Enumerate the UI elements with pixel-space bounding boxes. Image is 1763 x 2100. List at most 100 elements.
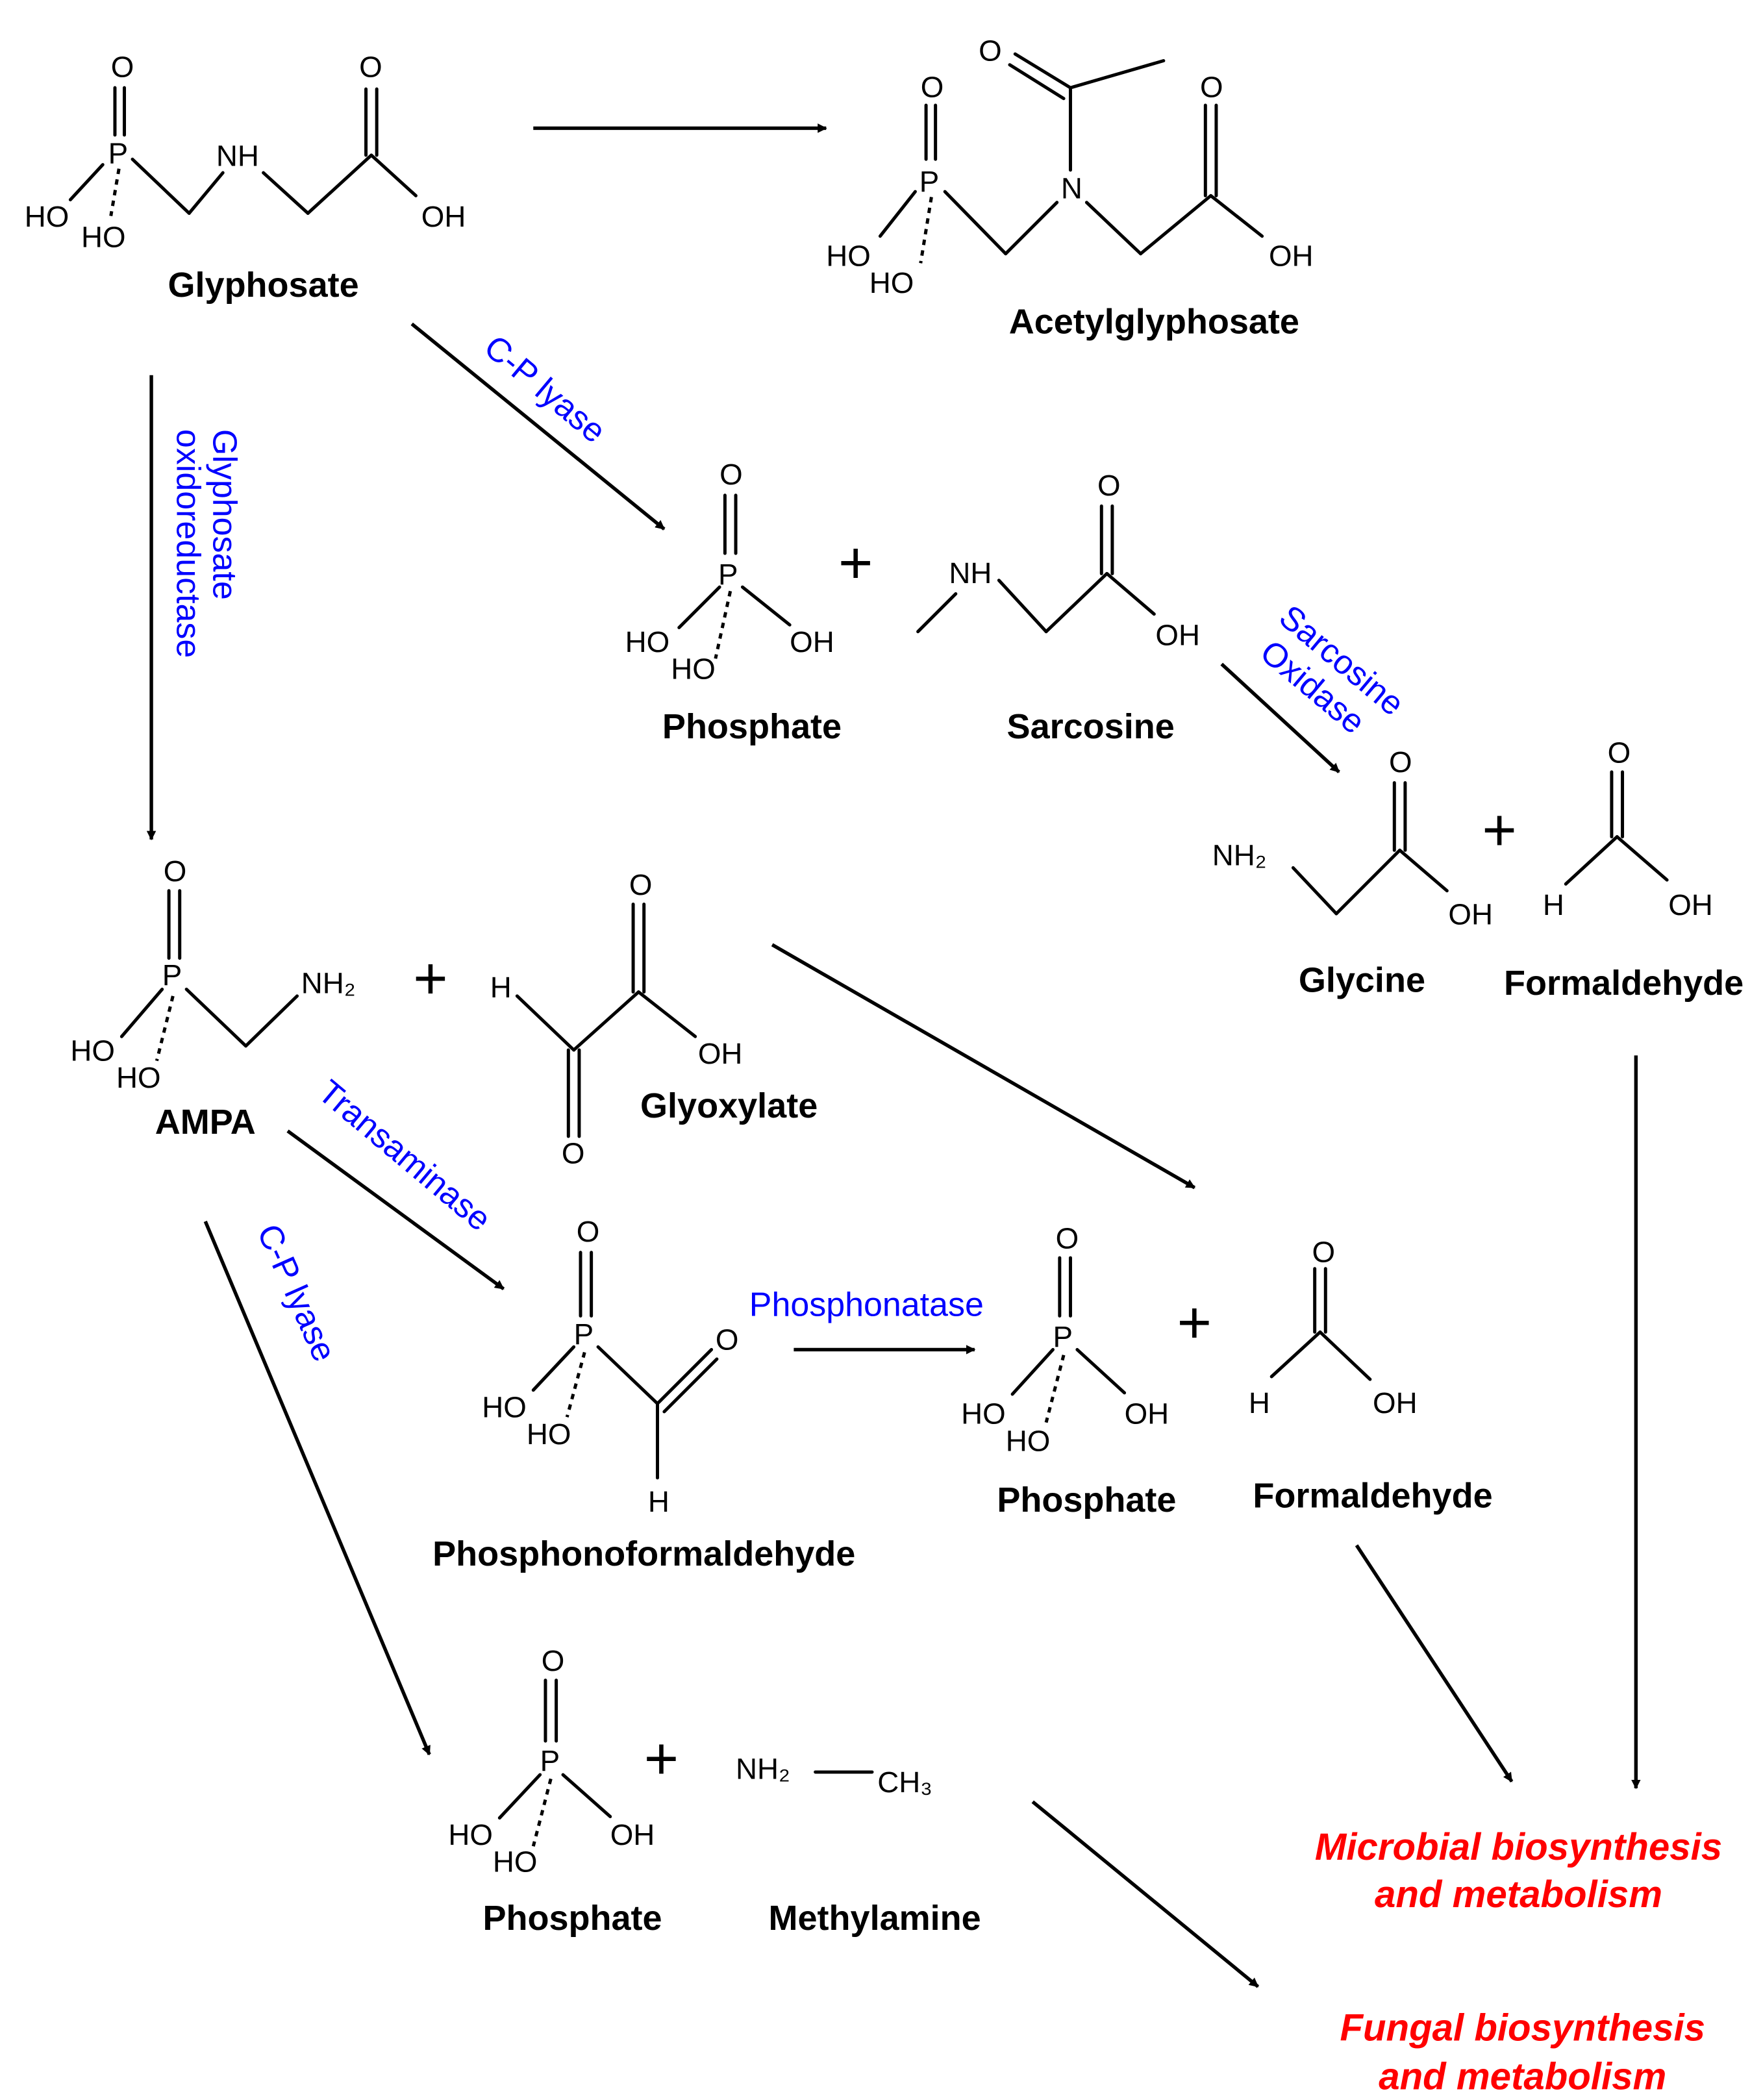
atom-p: P (540, 1744, 560, 1777)
atom-oh: OH (698, 1037, 743, 1070)
glycine-structure: NH₂ O OH (1212, 745, 1493, 931)
sarcosine-structure: NH O OH (916, 469, 1200, 651)
phosphonoformaldehyde-structure: O P HO HO O H (482, 1215, 738, 1518)
atom-h: H (648, 1485, 669, 1518)
atom-p: P (574, 1318, 594, 1351)
atom-o: O (1200, 71, 1223, 104)
svg-text:oxidoreductase: oxidoreductase (169, 429, 207, 658)
enzyme-glyphosate-oxidoreductase: Glyphosate oxidoreductase (169, 429, 244, 658)
atom-ho: HO (1006, 1424, 1051, 1457)
reaction-arrows (146, 123, 1641, 1988)
formaldehyde-structure: H O OH (1249, 1235, 1418, 1419)
label-ampa: AMPA (155, 1103, 256, 1142)
atom-n: N (1061, 172, 1082, 205)
atom-p: P (162, 958, 182, 992)
atom-o: O (921, 71, 944, 104)
svg-text:Microbial biosynthesis: Microbial biosynthesis (1315, 1826, 1722, 1868)
phosphate-structure: O P HO HO OH (625, 458, 834, 685)
atom-oh: OH (1448, 898, 1493, 931)
svg-text:Glyphosate: Glyphosate (206, 429, 244, 600)
atom-oh: OH (421, 200, 466, 233)
label-formaldehyde-2: Formaldehyde (1253, 1477, 1492, 1516)
label-glycine: Glycine (1299, 961, 1425, 1000)
atom-ho: HO (671, 652, 716, 685)
atom-nh: NH (949, 556, 992, 590)
atom-ho: HO (25, 200, 69, 233)
plus-sign: + (644, 1725, 679, 1792)
atom-ho: HO (116, 1061, 161, 1094)
methylamine-structure: NH₂ CH₃ (736, 1752, 932, 1799)
plus-sign: + (413, 945, 447, 1012)
svg-text:and metabolism: and metabolism (1379, 2055, 1666, 2097)
atom-ho: HO (70, 1034, 115, 1068)
enzyme-phosphonatase: Phosphonatase (749, 1286, 984, 1323)
label-phosphate-3: Phosphate (482, 1899, 662, 1938)
atom-o: O (562, 1137, 585, 1170)
outcome-fungal: Fungal biosynthesis and metabolism (1340, 2007, 1705, 2098)
atom-ho: HO (482, 1390, 527, 1423)
label-phosphate-1: Phosphate (662, 707, 842, 746)
atom-o: O (1389, 745, 1412, 779)
plus-sign: + (1482, 797, 1516, 863)
atom-ho: HO (81, 220, 126, 253)
plus-sign: + (1177, 1290, 1212, 1356)
atom-ho: HO (961, 1397, 1006, 1431)
atom-oh: OH (1269, 239, 1314, 272)
atom-o: O (1056, 1222, 1079, 1255)
formaldehyde-structure: H O OH (1543, 736, 1713, 921)
atom-ho: HO (826, 239, 871, 272)
atom-h: H (490, 971, 512, 1004)
atom-nh2: NH₂ (1212, 838, 1267, 871)
atom-o: O (577, 1215, 600, 1248)
label-acetylglyphosate: Acetylglyphosate (1009, 302, 1299, 341)
svg-text:Fungal biosynthesis: Fungal biosynthesis (1340, 2007, 1705, 2049)
label-phosphate-2: Phosphate (997, 1481, 1176, 1519)
atom-ho: HO (625, 625, 670, 658)
label-sarcosine: Sarcosine (1007, 707, 1175, 746)
atom-oh: OH (1155, 618, 1200, 651)
acetylglyphosate-structure: O P HO HO N O O OH (826, 34, 1313, 299)
atom-oh: OH (1668, 888, 1713, 921)
atom-o: O (359, 50, 382, 83)
label-glyoxylate: Glyoxylate (640, 1086, 818, 1125)
arrow-transaminase (286, 1129, 505, 1291)
atom-o: O (542, 1644, 565, 1677)
atom-ho: HO (493, 1845, 538, 1879)
atom-o: O (979, 34, 1002, 68)
atom-oh: OH (1125, 1397, 1169, 1431)
arrow-to-microbial-2 (1355, 1544, 1514, 1782)
atom-oh: OH (610, 1818, 655, 1851)
atom-o: O (719, 458, 743, 491)
atom-o: O (629, 868, 653, 901)
arrow-cp-lyase-2 (203, 1220, 431, 1756)
arrow-cp-lyase-1 (410, 322, 666, 531)
atom-ho: HO (869, 266, 914, 299)
label-glyphosate: Glyphosate (168, 266, 359, 305)
atom-p: P (919, 165, 940, 198)
atom-nh2: NH₂ (301, 967, 356, 1000)
glyphosate-structure: O P HO HO NH O OH (25, 50, 466, 253)
enzyme-transaminase: Transaminase (311, 1073, 498, 1238)
atom-nh2: NH₂ (736, 1752, 790, 1785)
atom-o: O (111, 50, 134, 83)
label-formaldehyde-1: Formaldehyde (1504, 964, 1744, 1003)
atom-o: O (1312, 1235, 1336, 1268)
arrow-to-fungal (1031, 1800, 1260, 1988)
atom-o: O (1097, 469, 1121, 502)
atom-h: H (1249, 1386, 1270, 1419)
svg-text:and metabolism: and metabolism (1375, 1873, 1662, 1916)
glyoxylate-structure: H O OH O (490, 868, 743, 1170)
plus-sign: + (838, 530, 873, 596)
arrow-sarcosine-oxidase (1220, 662, 1340, 773)
atom-ho: HO (527, 1418, 571, 1451)
enzyme-cp-lyase-2: C-P lyase (249, 1219, 343, 1367)
atom-h: H (1543, 888, 1564, 921)
atom-ch3: CH₃ (877, 1766, 932, 1799)
phosphate-structure: O P HO HO OH (961, 1222, 1169, 1458)
atom-o: O (1608, 736, 1631, 769)
outcome-microbial: Microbial biosynthesis and metabolism (1315, 1826, 1722, 1916)
atom-o: O (716, 1323, 739, 1356)
atom-oh: OH (790, 625, 834, 658)
atom-p: P (108, 136, 129, 169)
